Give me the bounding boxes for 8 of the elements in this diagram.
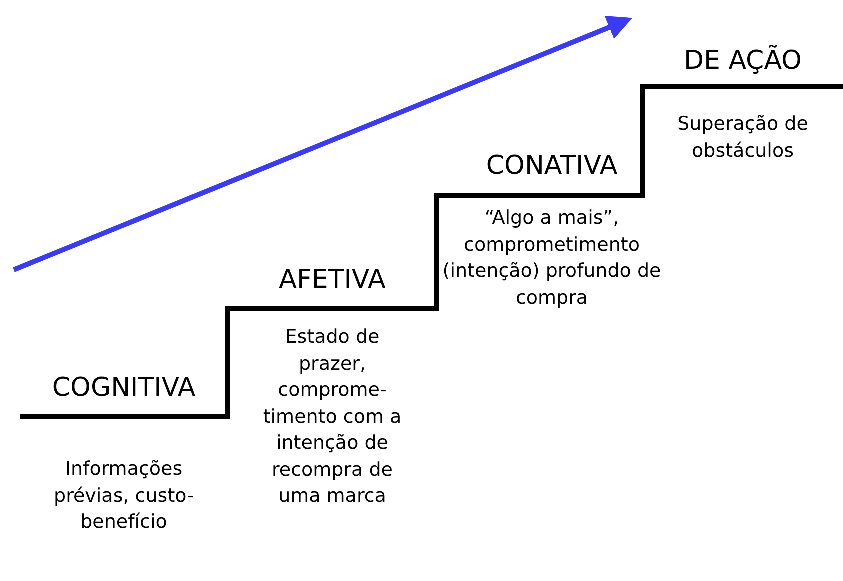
step-description: “Algo a mais”, comprometimento (intenção) profundo de compra — [442, 206, 662, 310]
step-description: Estado de prazer, comprome-timento com a intenção de recompra de uma marca — [262, 325, 403, 509]
step-description: Superação de obstáculos — [676, 112, 810, 164]
step-heading: COGNITIVA — [51, 372, 197, 404]
step-heading: DE AÇÃO — [683, 45, 803, 77]
step-heading: CONATIVA — [485, 150, 619, 182]
step-heading: AFETIVA — [278, 264, 387, 296]
step-description: Informações prévias, custo-benefício — [53, 457, 195, 535]
